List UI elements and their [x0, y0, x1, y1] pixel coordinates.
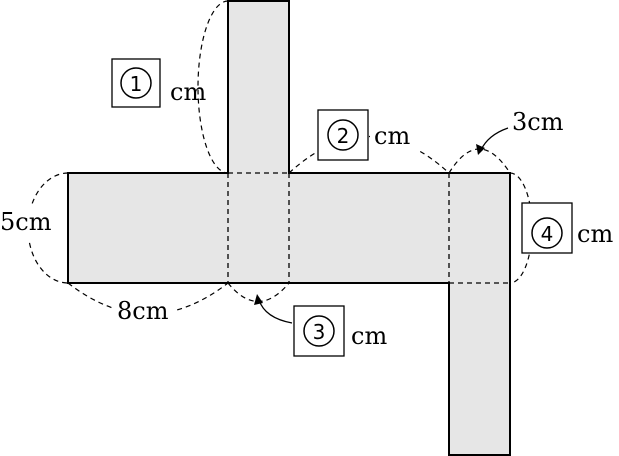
- circle-mark-icon: [327, 119, 359, 151]
- blank-unit-label: cm: [374, 122, 410, 150]
- label-backdrop: [112, 296, 176, 326]
- label-backdrop: [370, 120, 418, 152]
- dimension-label-8cm: 8cm: [117, 297, 169, 325]
- arrowhead-blank-3: [254, 294, 263, 305]
- bottom-flap-face: [448, 282, 511, 456]
- answer-box-1[interactable]: [111, 58, 161, 108]
- blank-number: 2: [337, 124, 350, 148]
- blank-2: 2 cm: [317, 109, 410, 161]
- circle-mark-icon: [120, 67, 152, 99]
- blank-unit-label: cm: [351, 322, 387, 350]
- arrowhead-3cm: [476, 144, 485, 155]
- blank-number: 1: [130, 72, 143, 96]
- blank-unit-label: cm: [170, 78, 206, 106]
- blank-4: 4 cm: [521, 202, 613, 254]
- label-backdrop: [0, 205, 58, 239]
- blank-3: 3 cm: [293, 305, 387, 357]
- dimension-label-3cm: 3cm: [512, 108, 564, 136]
- circle-mark-icon: [531, 217, 563, 249]
- arc-blank-2: [288, 136, 450, 174]
- pointer-3cm: [480, 127, 509, 151]
- answer-box-2[interactable]: [317, 109, 369, 161]
- arc-8cm: [67, 282, 229, 315]
- pointer-arrows: [254, 127, 509, 324]
- pointer-blank-3: [258, 299, 293, 324]
- fold-lines: [227, 172, 510, 284]
- top-flap-face: [227, 0, 290, 174]
- arc-blank-1: [197, 0, 229, 174]
- answer-box-4[interactable]: [521, 202, 573, 254]
- blank-number: 3: [313, 320, 326, 344]
- circle-mark-icon: [303, 315, 335, 347]
- blank-number: 4: [541, 222, 554, 246]
- dimension-label-5cm: 5cm: [0, 208, 52, 236]
- answer-box-3[interactable]: [293, 305, 345, 357]
- blank-unit-label: cm: [577, 220, 613, 248]
- blank-1: 1 cm: [111, 58, 206, 108]
